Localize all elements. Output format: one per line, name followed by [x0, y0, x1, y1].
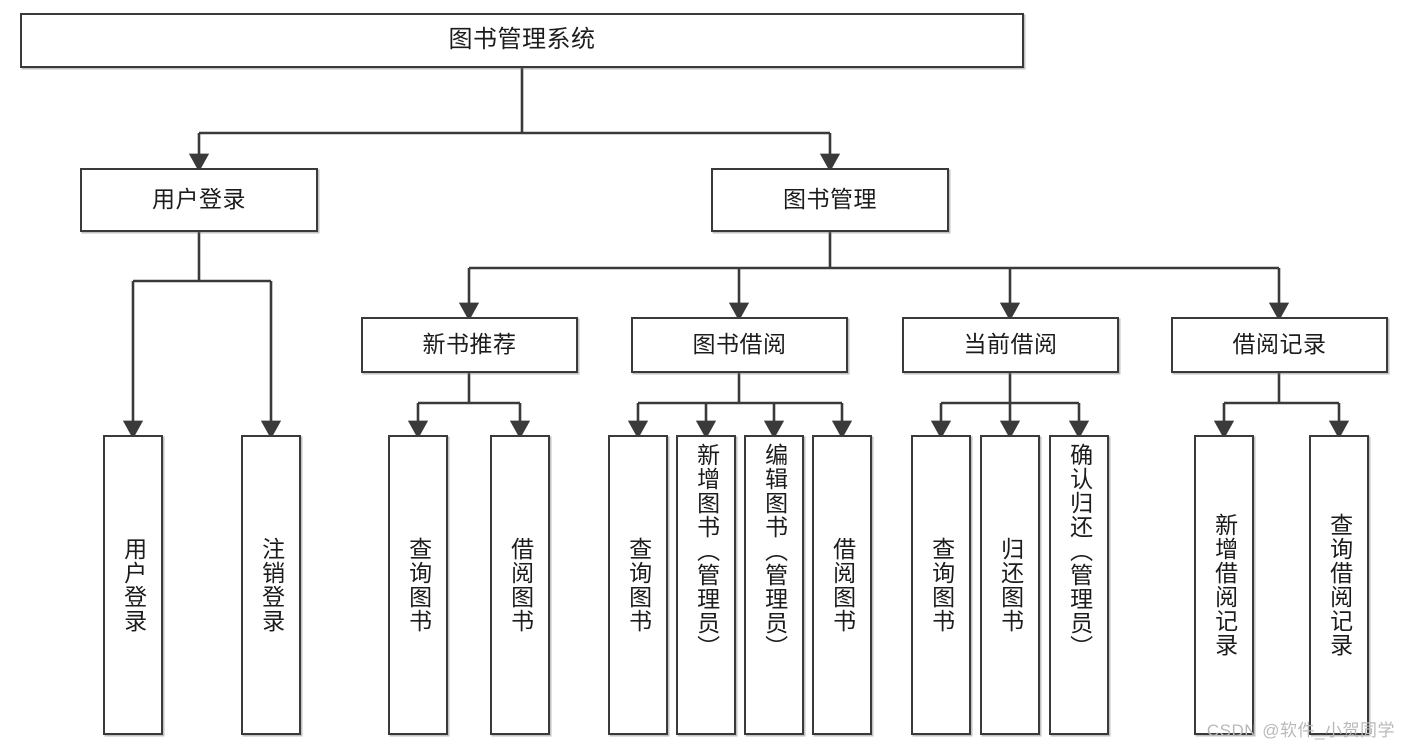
- node-leaf-query-record-label: 查询借阅记录: [1326, 513, 1353, 657]
- node-leaf-logout-label: 注销登录: [258, 537, 285, 633]
- node-root[interactable]: 图书管理系统: [20, 13, 1024, 68]
- node-borrow-record-label: 借阅记录: [1232, 331, 1327, 358]
- node-new-book-rec-label: 新书推荐: [422, 331, 517, 358]
- node-leaf-borrow-book-1-label: 借阅图书: [507, 537, 534, 633]
- node-leaf-edit-book[interactable]: 编辑图书（管理员）: [744, 435, 804, 735]
- node-leaf-query-book-1-label: 查询图书: [405, 537, 432, 633]
- node-leaf-add-book-label: 新增图书（管理员）: [693, 443, 720, 659]
- node-new-book-rec[interactable]: 新书推荐: [361, 317, 578, 373]
- node-leaf-query-book-2[interactable]: 查询图书: [608, 435, 668, 735]
- node-leaf-user-login-label: 用户登录: [120, 537, 147, 633]
- node-leaf-add-record[interactable]: 新增借阅记录: [1194, 435, 1254, 735]
- node-leaf-confirm-return[interactable]: 确认归还（管理员）: [1049, 435, 1109, 735]
- node-leaf-user-login[interactable]: 用户登录: [103, 435, 163, 735]
- node-leaf-confirm-return-label: 确认归还（管理员）: [1066, 443, 1093, 659]
- node-book-manage-label: 图书管理: [783, 186, 877, 213]
- node-leaf-query-book-1[interactable]: 查询图书: [388, 435, 448, 735]
- node-leaf-return-book[interactable]: 归还图书: [980, 435, 1040, 735]
- node-leaf-query-book-3[interactable]: 查询图书: [911, 435, 971, 735]
- node-leaf-query-book-2-label: 查询图书: [625, 537, 652, 633]
- node-current-borrow[interactable]: 当前借阅: [902, 317, 1119, 373]
- node-user-login[interactable]: 用户登录: [80, 168, 318, 232]
- node-current-borrow-label: 当前借阅: [963, 331, 1058, 358]
- node-leaf-edit-book-label: 编辑图书（管理员）: [761, 443, 788, 659]
- node-leaf-return-book-label: 归还图书: [997, 537, 1024, 633]
- node-root-label: 图书管理系统: [448, 26, 596, 54]
- node-user-login-label: 用户登录: [152, 186, 246, 213]
- node-leaf-logout[interactable]: 注销登录: [241, 435, 301, 735]
- node-leaf-add-book[interactable]: 新增图书（管理员）: [676, 435, 736, 735]
- node-leaf-query-record[interactable]: 查询借阅记录: [1309, 435, 1369, 735]
- node-leaf-query-book-3-label: 查询图书: [928, 537, 955, 633]
- node-leaf-borrow-book-1[interactable]: 借阅图书: [490, 435, 550, 735]
- node-borrow-record[interactable]: 借阅记录: [1171, 317, 1388, 373]
- node-leaf-borrow-book-2[interactable]: 借阅图书: [812, 435, 872, 735]
- node-book-borrow-label: 图书借阅: [692, 331, 787, 358]
- node-leaf-borrow-book-2-label: 借阅图书: [829, 537, 856, 633]
- csdn-watermark: CSDN @软件_小贺同学: [1206, 721, 1395, 740]
- node-leaf-add-record-label: 新增借阅记录: [1211, 513, 1238, 657]
- node-book-borrow[interactable]: 图书借阅: [631, 317, 848, 373]
- node-book-manage[interactable]: 图书管理: [711, 168, 949, 232]
